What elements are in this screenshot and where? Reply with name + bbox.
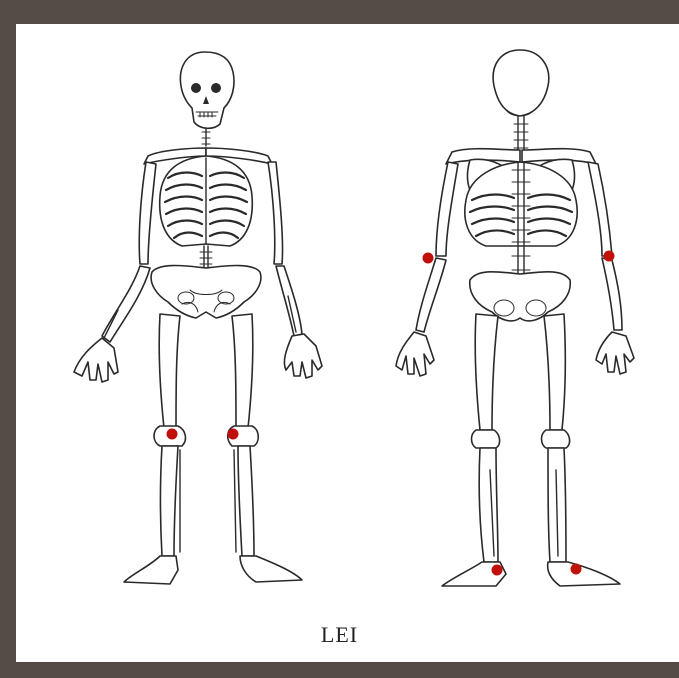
back-right-heel-marker <box>571 564 582 575</box>
front-skeleton <box>74 52 322 584</box>
back-right-wrist-marker <box>604 251 615 262</box>
back-left-heel-marker <box>492 565 503 576</box>
front-right-knee-marker <box>167 429 178 440</box>
back-skeleton <box>396 50 634 586</box>
front-left-knee-marker <box>228 429 239 440</box>
figure-caption: LEI <box>0 622 679 648</box>
back-left-wrist-marker <box>423 253 434 264</box>
